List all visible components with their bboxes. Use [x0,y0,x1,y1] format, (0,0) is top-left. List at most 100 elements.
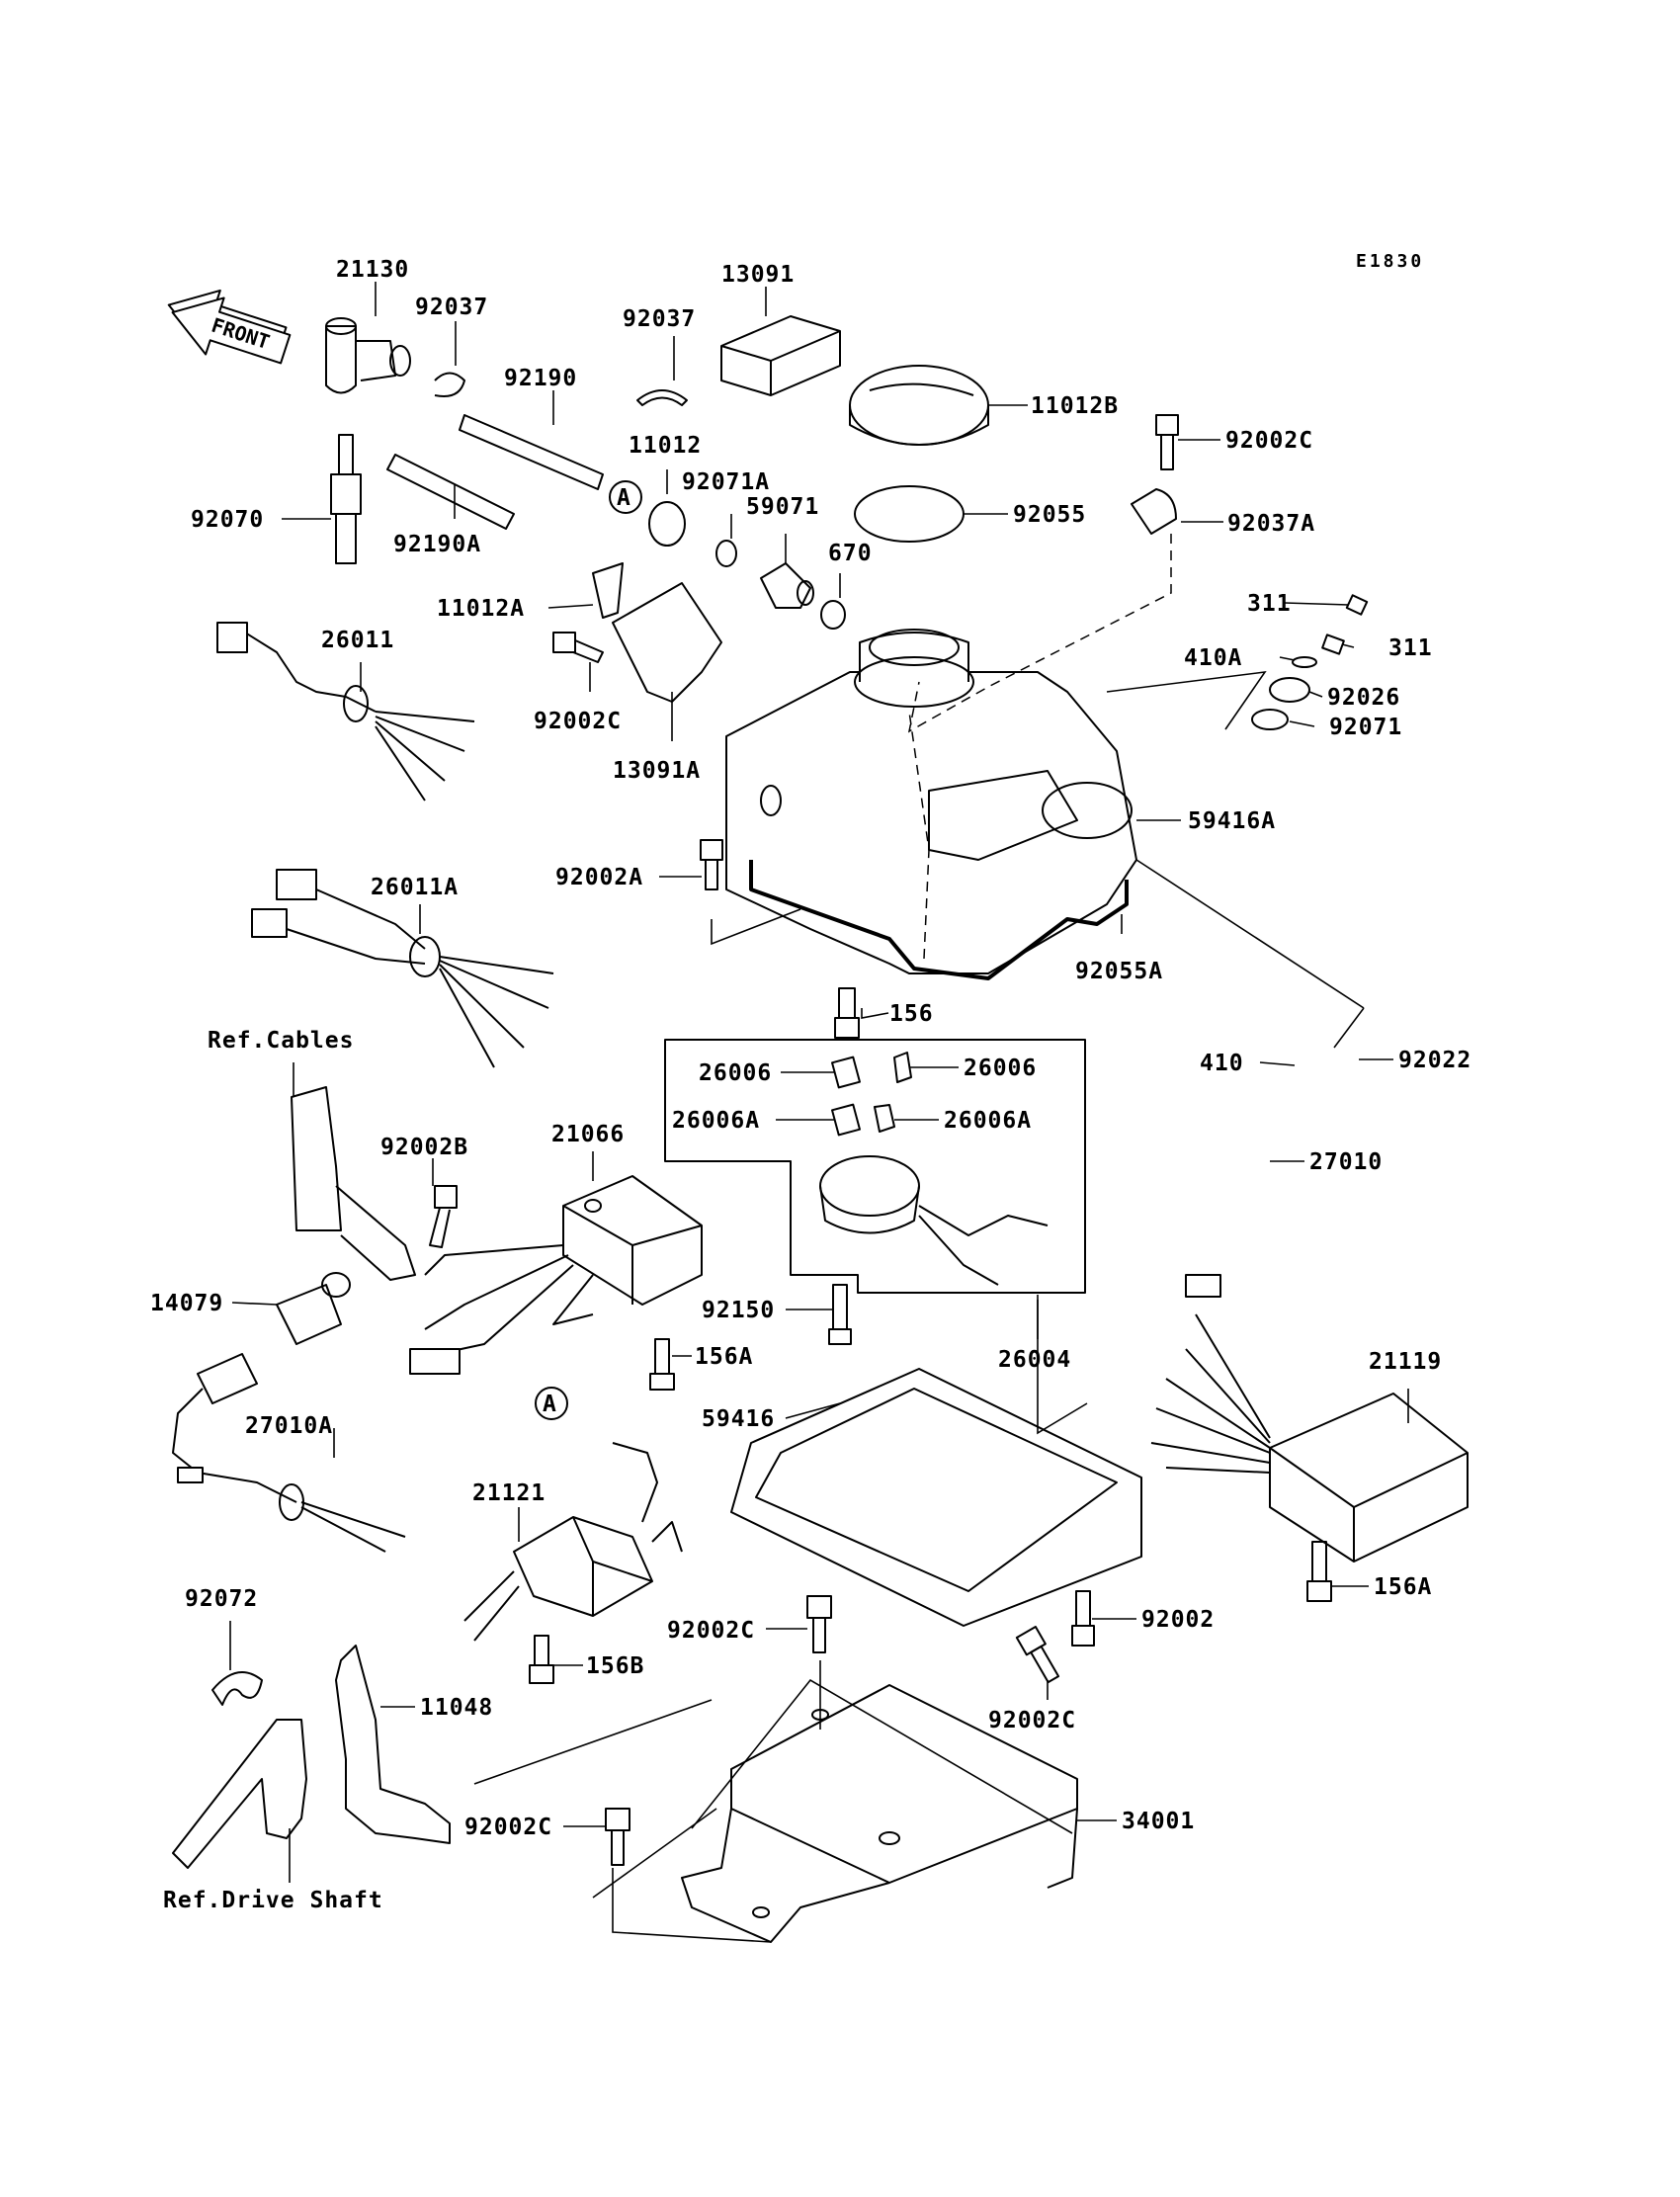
label-14079: 14079 [150,1291,223,1316]
label-92002C-left: 92002C [534,709,622,734]
label-27010: 27010 [1309,1149,1383,1175]
grommet-92071 [1251,709,1289,730]
label-11012: 11012 [629,433,702,459]
label-21130: 21130 [336,257,409,283]
label-92002C-center: 92002C [667,1618,755,1644]
relay-26006-a [831,1056,861,1089]
part-labels: 21130 92037 92037 13091 92190 92190A 920… [150,257,1471,1913]
bolt-156A-left [649,1338,675,1391]
clamp-92037-b [636,389,688,406]
block-13091 [720,315,841,396]
label-92071: 92071 [1329,715,1402,740]
label-26006A-a: 26006A [672,1108,760,1134]
clamp-92037-a [434,372,465,397]
switch-27010A [172,1353,406,1553]
label-34001: 34001 [1122,1809,1195,1834]
label-13091A: 13091A [613,758,701,784]
bolt-92002C-angled [1015,1626,1060,1684]
relay-26006A-a [831,1103,861,1137]
label-59071: 59071 [746,494,819,520]
label-92070: 92070 [191,507,264,533]
bolt-92002 [1071,1590,1095,1647]
washer-410A [1292,656,1317,668]
callout-a-top: A [609,480,642,514]
fitting-59071 [760,562,814,609]
label-92002C-top: 92002C [1225,428,1313,454]
label-156B: 156B [586,1653,644,1679]
label-311-b: 311 [1388,635,1433,661]
label-92055: 92055 [1013,502,1086,528]
label-26011: 26011 [321,628,394,653]
label-26006-a: 26006 [699,1060,772,1086]
label-92026: 92026 [1327,685,1400,711]
relay-26006A-b [874,1104,895,1133]
bolt-156A-right [1306,1541,1332,1602]
harness-26011A [251,869,554,1068]
label-156: 156 [889,1001,934,1027]
electric-case-59416A [725,629,1137,974]
bolt-92002C-center [806,1595,832,1653]
bolt-92002C-left [552,632,604,663]
cap-11012 [648,501,686,547]
label-59416A: 59416A [1188,808,1276,834]
tube-92190A [386,454,515,530]
relay-26006-b [893,1052,912,1083]
label-410A: 410A [1184,645,1242,671]
o-ring-92055 [854,485,965,543]
callout-a-lower-label: A [543,1392,557,1417]
label-92002A: 92002A [555,865,643,890]
label-26004: 26004 [998,1347,1071,1373]
label-92037-b: 92037 [623,306,696,332]
o-ring-670 [820,600,846,630]
grommet-92026 [1269,677,1310,703]
label-92071A: 92071A [682,469,770,495]
label-92002: 92002 [1141,1607,1215,1633]
bracket-34001 [681,1684,1078,1943]
ref-cables-label: Ref.Cables [208,1028,354,1054]
label-21121: 21121 [472,1480,546,1506]
label-92002C-bottom: 92002C [464,1815,552,1840]
callout-a-lower: A [535,1387,568,1420]
harness-26011 [216,622,475,802]
cap-311-b [1321,634,1345,655]
bolt-92002C-bottom [605,1808,630,1866]
label-92037A: 92037A [1227,511,1315,537]
label-59416: 59416 [702,1406,775,1432]
label-92002B: 92002B [380,1135,468,1160]
bolt-92002A [700,839,723,890]
part-14079 [276,1272,351,1345]
cap-311-a [1345,594,1369,616]
gasket-92055A [749,860,1129,980]
label-13091: 13091 [721,262,795,288]
label-92150: 92150 [702,1298,775,1323]
tube-92190 [459,414,604,490]
bolt-92150 [828,1284,852,1345]
bolt-156B [529,1635,554,1684]
regulator-21066 [409,1175,703,1375]
label-11048: 11048 [420,1695,493,1721]
clamp-92072 [211,1671,263,1706]
label-26011A: 26011A [371,875,459,900]
label-92022: 92022 [1398,1048,1471,1073]
diagram-code: E1830 [1356,251,1424,272]
label-92002C-angled: 92002C [988,1708,1076,1733]
ref-cables-bracket [291,1086,416,1281]
starter-relay [819,1155,1049,1286]
label-26006-b: 26006 [964,1056,1037,1081]
label-92037-a: 92037 [415,295,488,320]
spark-plug-92070 [330,434,362,564]
label-311-a: 311 [1247,591,1292,617]
ref-drive-shaft-bracket [172,1719,307,1869]
bracket-11048 [335,1645,451,1844]
label-27010A: 27010A [245,1413,333,1439]
label-21119: 21119 [1369,1349,1442,1375]
clamp-92037A [1131,488,1177,535]
bolt-92002C-top [1155,414,1179,470]
cap-11012A [592,562,624,619]
label-156A-right: 156A [1374,1574,1432,1600]
label-11012A: 11012A [437,596,525,622]
bolt-156 [834,987,860,1039]
label-156A-left: 156A [695,1344,753,1370]
label-92072: 92072 [185,1586,258,1612]
